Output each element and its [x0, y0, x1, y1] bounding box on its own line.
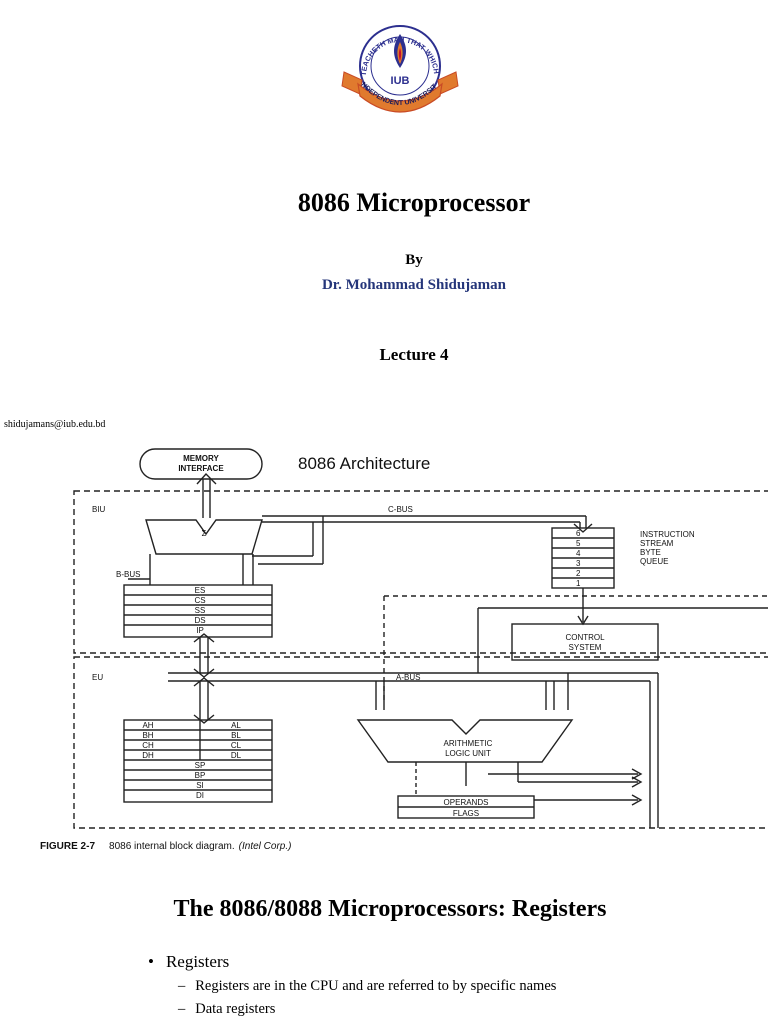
queue-label-line1: INSTRUCTION [640, 530, 695, 539]
queue-slot-6: 6 [576, 529, 581, 538]
reg-dh: DH [142, 751, 154, 760]
control-system-line1: CONTROL [565, 633, 605, 642]
a-bus-label: A-BUS [396, 673, 420, 682]
by-label: By [405, 252, 423, 268]
bullet-item: • Registers [148, 952, 229, 972]
queue-slot-4: 4 [576, 549, 581, 558]
dash-mark: – [178, 978, 186, 994]
author-email: shidujamans@iub.edu.bd [4, 419, 106, 430]
sub-item-text: Registers are in the CPU and are referre… [195, 978, 557, 994]
operands-label: OPERANDS [444, 798, 489, 807]
queue-label-line2: STREAM [640, 539, 674, 548]
alu-line2: LOGIC UNIT [445, 749, 491, 758]
flags-label: FLAGS [453, 809, 479, 818]
eu-region [73, 656, 768, 829]
reg-ds: DS [194, 616, 205, 625]
eu-label: EU [92, 673, 103, 682]
queue-slot-5: 5 [576, 539, 581, 548]
alu-line1: ARITHMETIC [444, 739, 493, 748]
memory-interface-line2: INTERFACE [178, 464, 224, 473]
c-bus-label: C-BUS [388, 505, 413, 514]
sub-item-text: Data registers [195, 1001, 276, 1017]
diagram-heading: 8086 Architecture [298, 454, 430, 473]
memory-interface-line1: MEMORY [183, 454, 219, 463]
reg-al: AL [231, 721, 241, 730]
alu [356, 719, 574, 763]
reg-ch: CH [142, 741, 154, 750]
control-system [511, 623, 659, 661]
sub-item: – Data registers [178, 1001, 275, 1018]
reg-bp: BP [195, 771, 206, 780]
queue-slot-3: 3 [576, 559, 581, 568]
queue-label-line4: QUEUE [640, 557, 668, 566]
reg-dl: DL [231, 751, 242, 760]
queue-slot-2: 2 [576, 569, 581, 578]
logo-initials: IUB [391, 75, 410, 87]
address-adder [145, 519, 263, 555]
reg-ss: SS [195, 606, 206, 615]
reg-bh: BH [142, 731, 153, 740]
adder-sigma: Σ [202, 529, 207, 538]
reg-cl: CL [231, 741, 242, 750]
bullet-text: Registers [165, 952, 230, 971]
iub-logo: TEACHETH MAN THAT WHICH HE KNEW NOT IUB … [336, 14, 459, 113]
registers-slide-title: The 8086/8088 Microprocessors: Registers [173, 896, 607, 922]
queue-label-line3: BYTE [640, 548, 661, 557]
reg-sp: SP [195, 761, 206, 770]
sub-item: – Registers are in the CPU and are refer… [178, 978, 556, 995]
dash-mark: – [178, 1001, 186, 1017]
queue-slot-1: 1 [576, 579, 581, 588]
bullet-mark: • [148, 952, 154, 971]
reg-bl: BL [231, 731, 241, 740]
segment-register-block [123, 584, 273, 638]
reg-si: SI [196, 781, 204, 790]
biu-label: BIU [92, 505, 106, 514]
general-register-block [123, 719, 273, 803]
reg-di: DI [196, 791, 204, 800]
reg-es: ES [195, 586, 206, 595]
b-bus-label: B-BUS [116, 570, 140, 579]
lecture-number: Lecture 4 [379, 345, 449, 364]
reg-ah: AH [142, 721, 153, 730]
biu-region [73, 490, 768, 654]
reg-ip: IP [196, 626, 204, 635]
reg-cs: CS [194, 596, 205, 605]
presentation-title: 8086 Microprocessor [297, 188, 531, 217]
author-name: Dr. Mohammad Shidujaman [321, 277, 507, 293]
control-system-line2: SYSTEM [569, 643, 602, 652]
architecture-diagram: 8086 Architecture MEMORY INTERFACE BIU E… [40, 448, 768, 852]
